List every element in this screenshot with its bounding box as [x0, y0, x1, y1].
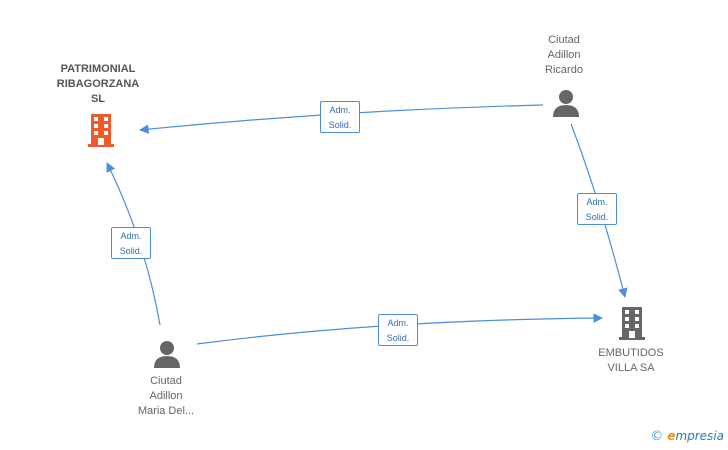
company-building-icon[interactable]	[85, 112, 117, 148]
node-label-embutidos[interactable]: EMBUTIDOS VILLA SA	[586, 346, 676, 376]
node-label-ricardo[interactable]: Ciutad Adillon Ricardo	[520, 33, 608, 78]
node-label-line: Ricardo	[545, 64, 583, 76]
edge-label-line: Adm.	[120, 231, 142, 241]
node-label-patrimonial[interactable]: PATRIMONIAL RIBAGORZANA SL	[48, 62, 148, 107]
brand-name: mpresia	[675, 429, 724, 443]
edge-label-line: Adm.	[586, 197, 608, 207]
node-label-line: PATRIMONIAL	[60, 63, 136, 75]
edge-label-maria-patrimonial[interactable]: Adm. Solid.	[111, 227, 151, 259]
copyright-icon: ©	[650, 429, 664, 444]
edge-label-line: Adm.	[329, 105, 351, 115]
node-label-line: Ciutad	[150, 375, 182, 387]
node-label-maria[interactable]: Ciutad Adillon Maria Del...	[122, 374, 210, 419]
node-label-line: VILLA SA	[607, 362, 655, 374]
person-icon[interactable]	[551, 88, 581, 118]
node-label-line: Adillon	[547, 49, 581, 61]
node-label-line: Maria Del...	[137, 405, 195, 417]
node-label-line: EMBUTIDOS	[598, 347, 664, 359]
edge-label-line: Solid.	[386, 333, 410, 343]
edge-label-line: Solid.	[585, 212, 609, 222]
node-label-line: SL	[90, 93, 106, 105]
edge-label-line: Solid.	[119, 246, 143, 256]
node-label-line: Adillon	[149, 390, 183, 402]
person-icon[interactable]	[152, 339, 182, 369]
edge-label-ricardo-embutidos[interactable]: Adm. Solid.	[577, 193, 617, 225]
node-label-line: Ciutad	[548, 34, 580, 46]
company-building-icon[interactable]	[616, 305, 648, 341]
brand-logo-e: e	[667, 429, 676, 443]
edge-label-line: Adm.	[387, 318, 409, 328]
edge-label-maria-embutidos[interactable]: Adm. Solid.	[378, 314, 418, 346]
edge-label-line: Solid.	[328, 120, 352, 130]
edge-label-ricardo-patrimonial[interactable]: Adm. Solid.	[320, 101, 360, 133]
node-label-line: RIBAGORZANA	[56, 78, 140, 90]
brand-watermark[interactable]: ©empresia	[650, 429, 724, 444]
